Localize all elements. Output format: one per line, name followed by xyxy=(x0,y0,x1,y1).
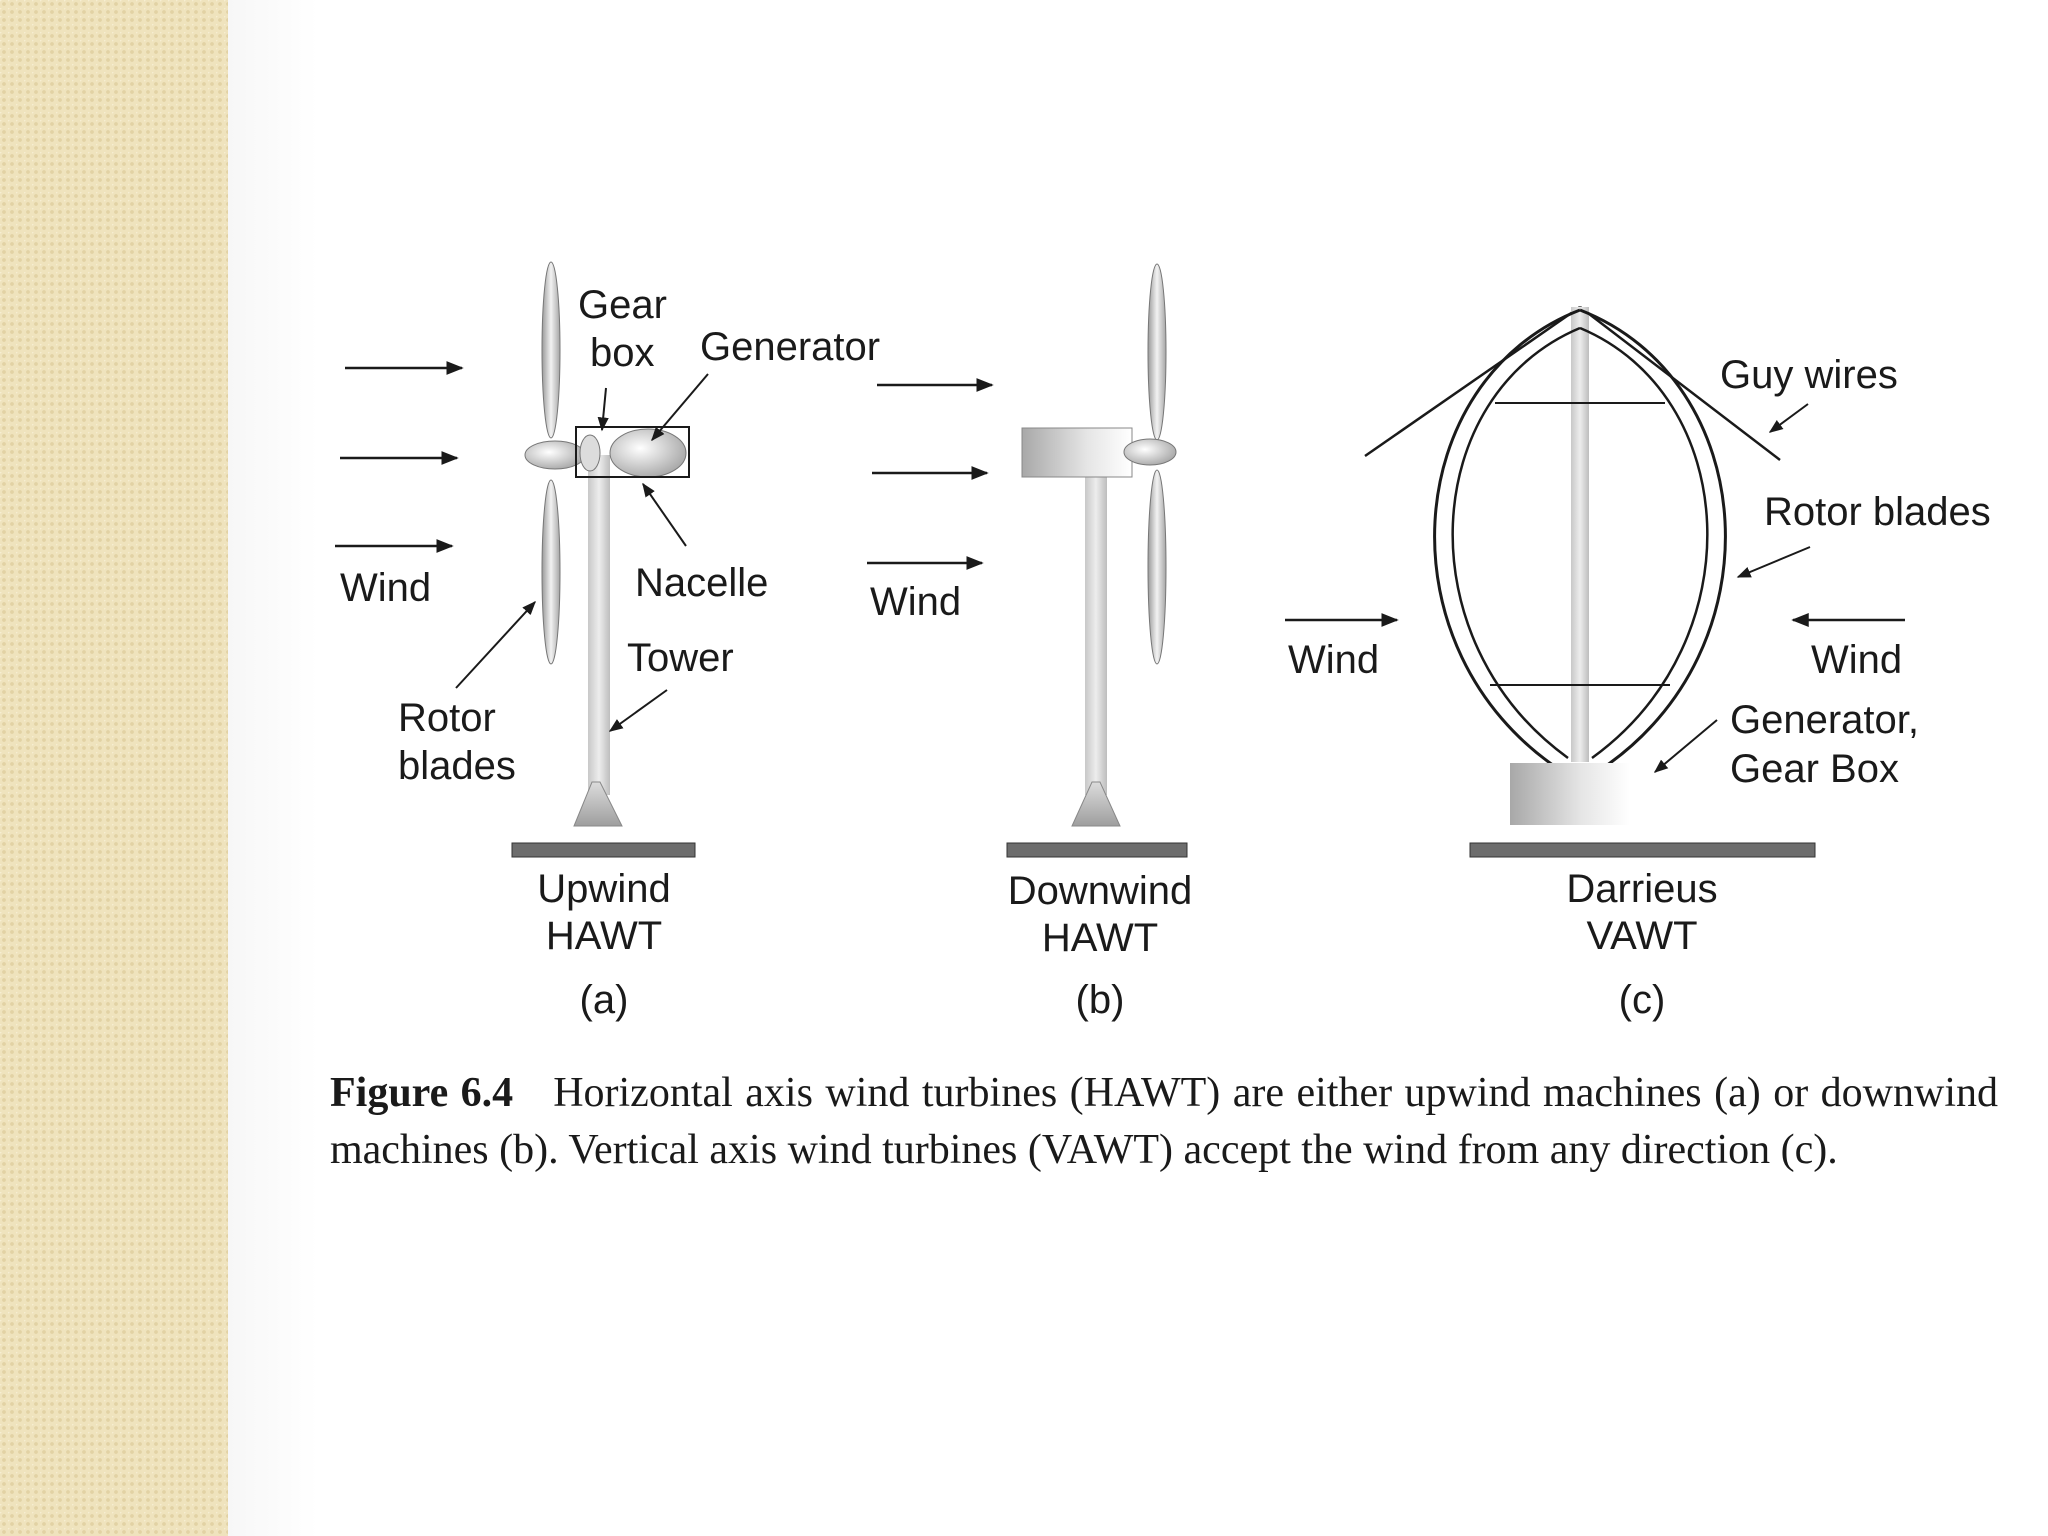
label-gear-box-c: Gear Box xyxy=(1730,747,1899,791)
guy-wire-right xyxy=(1579,306,1781,461)
label-tower: Tower xyxy=(627,636,734,680)
ground-bar-c xyxy=(1469,842,1816,858)
label-gear: Gear xyxy=(578,283,667,327)
label-rotor-a: Rotor xyxy=(398,696,496,740)
tag-c: (c) xyxy=(1619,978,1666,1022)
label-guy-wires: Guy wires xyxy=(1720,353,1898,397)
label-generator-a: Generator xyxy=(700,325,880,369)
downwind-hawt-illustration xyxy=(867,263,1188,858)
blade-top-a xyxy=(541,261,561,439)
label-rotor-blades-c: Rotor blades xyxy=(1764,490,1991,534)
label-box: box xyxy=(590,331,655,375)
generator-a xyxy=(609,428,687,478)
label-wind-b: Wind xyxy=(870,580,961,624)
nacelle-box-a xyxy=(575,426,690,478)
title-hawt-b: HAWT xyxy=(1042,916,1158,960)
title-vawt: VAWT xyxy=(1586,914,1697,958)
blade-top-b xyxy=(1147,263,1167,441)
rotor-blades-inner xyxy=(1451,326,1709,760)
label-wind-a: Wind xyxy=(340,566,431,610)
hub-b xyxy=(1123,438,1177,466)
label-blades-a: blades xyxy=(398,744,516,788)
tower-base-a xyxy=(573,781,623,827)
title-upwind: Upwind xyxy=(537,867,670,911)
darrieus-vawt-illustration xyxy=(1285,305,1905,858)
nacelle-b xyxy=(1021,427,1133,478)
page-margin-shade xyxy=(228,0,318,1536)
gearbox-a xyxy=(579,434,601,472)
caption-text: Horizontal axis wind turbines (HAWT) are… xyxy=(330,1070,1998,1173)
tag-b: (b) xyxy=(1076,978,1125,1022)
tower-a xyxy=(588,455,610,795)
tower-b xyxy=(1085,475,1107,795)
upwind-hawt-illustration xyxy=(335,261,709,858)
title-darrieus: Darrieus xyxy=(1566,867,1717,911)
title-downwind: Downwind xyxy=(1008,869,1193,913)
tag-a: (a) xyxy=(580,978,629,1022)
blade-bottom-b xyxy=(1147,469,1167,665)
generator-box-c xyxy=(1510,763,1630,825)
blade-bottom-a xyxy=(541,479,561,665)
decorative-side-strip xyxy=(0,0,230,1536)
label-wind-c-left: Wind xyxy=(1288,638,1379,682)
label-wind-c-right: Wind xyxy=(1811,638,1902,682)
figure-number: Figure 6.4 xyxy=(330,1070,514,1116)
label-nacelle: Nacelle xyxy=(635,561,768,605)
mast-c xyxy=(1571,307,1589,762)
ground-bar-b xyxy=(1006,842,1188,858)
tower-base-b xyxy=(1071,781,1121,827)
ground-bar-a xyxy=(511,842,696,858)
rotor-blades-outer xyxy=(1433,308,1727,772)
label-generator-c: Generator, xyxy=(1730,698,1919,742)
guy-wire-left xyxy=(1364,305,1581,458)
title-hawt-a: HAWT xyxy=(546,914,662,958)
